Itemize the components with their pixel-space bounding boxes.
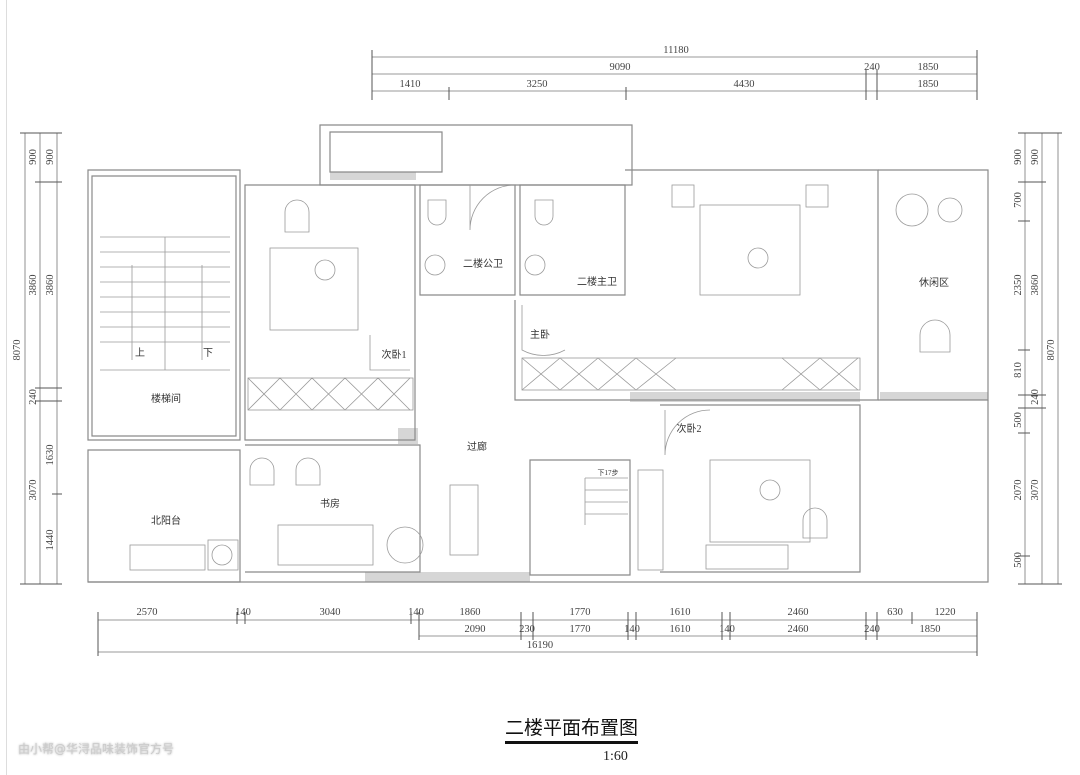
stair-down-steps — [584, 469, 664, 571]
bed-bedroom2 — [705, 459, 811, 570]
treadmill — [449, 484, 479, 556]
wardrobe-master — [521, 357, 861, 391]
dim-left: 240 — [28, 389, 39, 405]
dim-left: 1440 — [45, 530, 56, 551]
dim-right: 900 — [1013, 149, 1024, 165]
dim-right-overall: 8070 — [1046, 340, 1057, 361]
drawing-scale: 1:60 — [603, 749, 628, 764]
dim-left: 900 — [45, 149, 56, 165]
dim-bottom: 2570 — [137, 607, 158, 618]
right-dimensions: 900 700 2350 810 500 2070 500 900 3860 2… — [1013, 132, 1062, 585]
bed-master — [671, 184, 829, 296]
dim-top: 1850 — [918, 79, 939, 90]
left-dimensions: 8070 900 3860 240 3070 900 3860 1630 144… — [12, 132, 62, 585]
dim-top: 240 — [864, 62, 880, 73]
dim-right: 900 — [1030, 149, 1041, 165]
room-label-bedroom2: 次卧2 — [677, 422, 702, 435]
stair-steps-label: 下17步 — [598, 469, 619, 477]
dim-top: 11180 — [663, 45, 688, 56]
bottom-dimensions: 2570 140 3040 140 1860 1770 1610 2460 63… — [97, 607, 978, 656]
room-label-study: 书房 — [320, 497, 340, 510]
dim-left: 3860 — [45, 275, 56, 296]
dim-bottom: 630 — [887, 607, 903, 618]
room-label-master-bath: 二楼主卫 — [577, 275, 617, 288]
watermark: 由小帮@华浔品味装饰官方号 — [18, 742, 175, 756]
room-label-corridor: 过廊 — [467, 440, 487, 453]
dim-right: 3860 — [1030, 275, 1041, 296]
furniture — [100, 184, 963, 571]
stair-steps — [100, 236, 230, 371]
wardrobe-bedroom1 — [247, 377, 414, 411]
room-label-public-bath: 二楼公卫 — [463, 257, 503, 270]
dim-bottom: 1860 — [460, 607, 481, 618]
dim-bottom: 140 — [719, 624, 735, 635]
dim-right: 240 — [1030, 389, 1041, 405]
dim-right: 500 — [1013, 552, 1024, 568]
study-sofa — [249, 457, 424, 566]
dim-right: 3070 — [1030, 480, 1041, 501]
dim-bottom: 2090 — [465, 624, 486, 635]
drawing-title: 二楼平面布置图 — [505, 718, 639, 744]
dim-bottom: 2460 — [788, 607, 809, 618]
dim-top: 9090 — [610, 62, 631, 73]
dim-right: 810 — [1013, 362, 1024, 378]
room-label-leisure: 休闲区 — [919, 276, 949, 289]
toilets-basins — [284, 199, 828, 539]
top-dimensions: 11180 9090 240 1850 1410 3250 4430 1850 — [371, 45, 978, 100]
dim-right: 2070 — [1013, 480, 1024, 501]
dim-bottom: 140 — [235, 607, 251, 618]
dim-left: 3070 — [28, 480, 39, 501]
dim-bottom: 140 — [408, 607, 424, 618]
dim-top: 1410 — [400, 79, 421, 90]
room-labels: 楼梯间 上 下 北阳台 书房 次卧1 过廊 二楼公卫 二楼主卫 主卧 休闲区 次… — [135, 257, 949, 527]
dim-top: 4430 — [734, 79, 755, 90]
leisure-chairs — [895, 193, 963, 353]
dim-right: 500 — [1013, 412, 1024, 428]
stair-down-label: 下 — [203, 348, 213, 359]
walls — [87, 124, 989, 583]
bed-bedroom1 — [269, 247, 359, 331]
sheet-border — [6, 0, 7, 775]
dim-bottom: 240 — [864, 624, 880, 635]
dim-bottom: 2460 — [788, 624, 809, 635]
dim-left: 3860 — [28, 275, 39, 296]
dim-right: 2350 — [1013, 275, 1024, 296]
stair-up-label: 上 — [135, 347, 145, 359]
dim-top: 3250 — [527, 79, 548, 90]
dim-bottom: 1770 — [570, 607, 591, 618]
dim-right: 700 — [1013, 192, 1024, 208]
dim-bottom: 16190 — [527, 640, 553, 651]
dim-left: 900 — [28, 149, 39, 165]
dim-bottom: 1770 — [570, 624, 591, 635]
dim-left-overall: 8070 — [12, 340, 23, 361]
room-label-north-balcony: 北阳台 — [151, 514, 181, 527]
room-label-bedroom1: 次卧1 — [382, 348, 407, 361]
dim-top: 1850 — [918, 62, 939, 73]
balcony-laundry — [129, 539, 239, 571]
dim-left: 1630 — [45, 445, 56, 466]
room-label-master-bedroom: 主卧 — [530, 328, 550, 341]
dim-bottom: 1610 — [670, 607, 691, 618]
dim-bottom: 1850 — [920, 624, 941, 635]
dim-bottom: 1220 — [935, 607, 956, 618]
dim-bottom: 230 — [519, 624, 535, 635]
dim-bottom: 1610 — [670, 624, 691, 635]
dim-bottom: 3040 — [320, 607, 341, 618]
room-label-stairwell: 楼梯间 — [151, 392, 181, 405]
dim-bottom: 140 — [624, 624, 640, 635]
doors — [369, 184, 711, 456]
